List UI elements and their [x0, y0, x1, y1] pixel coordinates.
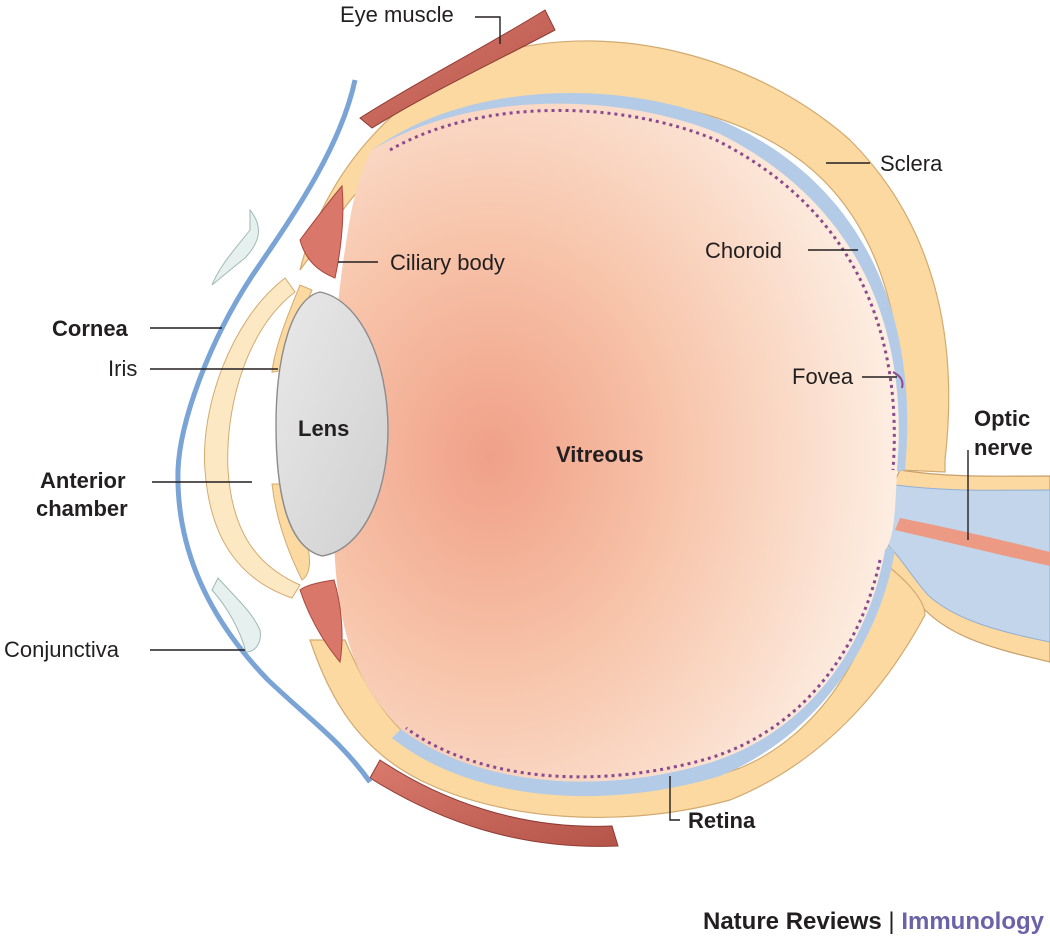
- label-eye-muscle: Eye muscle: [340, 2, 454, 27]
- ciliary-body-upper: [299, 184, 344, 279]
- label-anterior-chamber-2: chamber: [36, 496, 128, 521]
- label-anterior-chamber-1: Anterior: [40, 468, 126, 493]
- label-sclera: Sclera: [880, 151, 943, 176]
- label-retina: Retina: [688, 808, 756, 833]
- cornea: [203, 277, 301, 599]
- eye-muscle-upper: [359, 9, 556, 129]
- label-optic-nerve-2: nerve: [974, 435, 1033, 460]
- label-iris: Iris: [108, 356, 137, 381]
- label-optic-nerve-1: Optic: [974, 406, 1030, 431]
- conjunctiva-fold-upper: [211, 208, 259, 286]
- label-choroid: Choroid: [705, 238, 782, 263]
- label-ciliary-body: Ciliary body: [390, 250, 505, 275]
- label-conjunctiva: Conjunctiva: [4, 637, 120, 662]
- leader-eye-muscle: [475, 16, 501, 44]
- fovea-pit: [892, 371, 904, 389]
- eye-muscle-lower: [369, 759, 619, 847]
- credit-journal: Immunology: [901, 908, 1044, 935]
- label-cornea: Cornea: [52, 316, 129, 341]
- publication-credit: Nature Reviews | Immunology: [703, 908, 1044, 936]
- label-fovea: Fovea: [792, 364, 854, 389]
- conjunctiva-fold-lower: [211, 577, 261, 653]
- leader-retina: [669, 776, 680, 821]
- central-retinal-vessel: [895, 518, 1050, 566]
- credit-separator: |: [888, 908, 895, 935]
- credit-publisher: Nature Reviews: [703, 908, 882, 935]
- label-lens: Lens: [298, 416, 349, 441]
- vitreous-body: [332, 103, 899, 782]
- label-vitreous: Vitreous: [556, 442, 644, 467]
- conjunctiva-outer: [175, 79, 373, 784]
- ciliary-body-lower: [299, 579, 343, 664]
- retina-layer: [389, 108, 896, 471]
- lens: [275, 291, 389, 557]
- retina-layer-lower: [405, 559, 882, 779]
